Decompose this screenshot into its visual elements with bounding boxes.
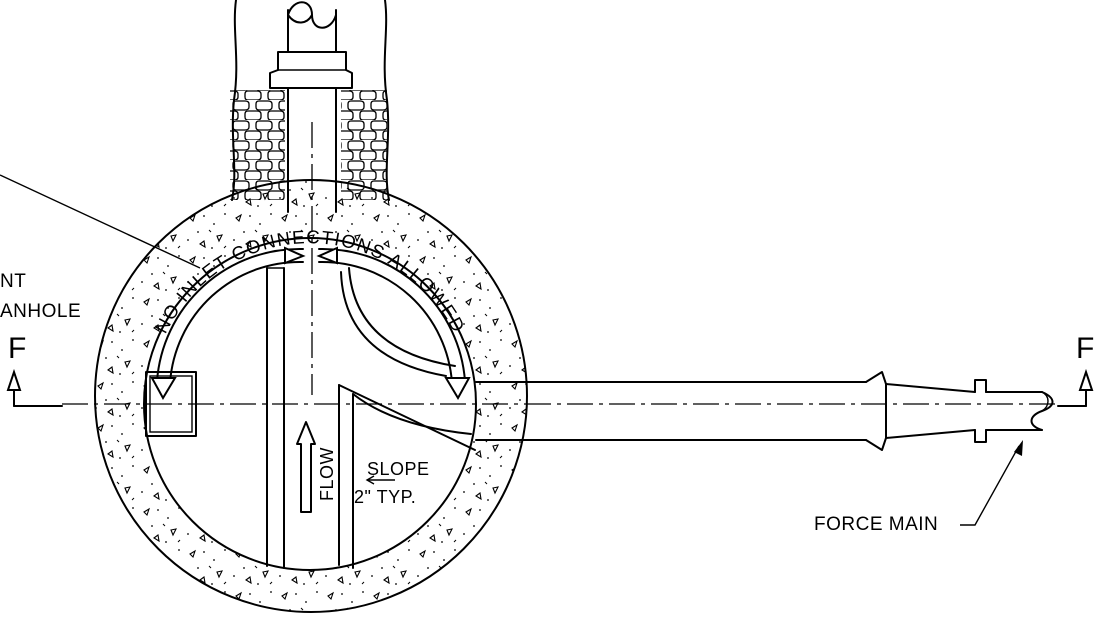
arrowhead-top-right (316, 246, 338, 265)
force-main-label: FORCE MAIN (814, 514, 938, 535)
section-marker-left: F (6, 332, 63, 407)
gravel-backfill-right (341, 90, 387, 200)
callout-text-line2: ANHOLE (0, 301, 81, 322)
section-label-left: F (8, 332, 26, 365)
internal-channels (266, 267, 476, 569)
section-label-right: F (1076, 332, 1094, 365)
slope-typ-label: 2" TYP. (354, 487, 416, 507)
slope-label: SLOPE (367, 459, 430, 479)
arrowhead-top-left (284, 246, 306, 265)
callout-text-line1: NT (0, 271, 26, 292)
flow-indicator: FLOW (296, 421, 337, 513)
force-main-callout: FORCE MAIN (814, 440, 1023, 535)
section-marker-right: F (1057, 332, 1094, 407)
centerlines (62, 122, 525, 405)
manhole-callout: NT ANHOLE (0, 174, 201, 322)
flow-label: FLOW (317, 447, 337, 501)
slope-note: SLOPE 2" TYP. (354, 459, 430, 507)
arrowhead-right-down (444, 377, 471, 401)
arrowhead-left-down (150, 377, 177, 401)
force-main-pipe (475, 371, 1060, 451)
gravel-backfill-left (230, 90, 285, 200)
inlet-trench (230, 0, 390, 201)
